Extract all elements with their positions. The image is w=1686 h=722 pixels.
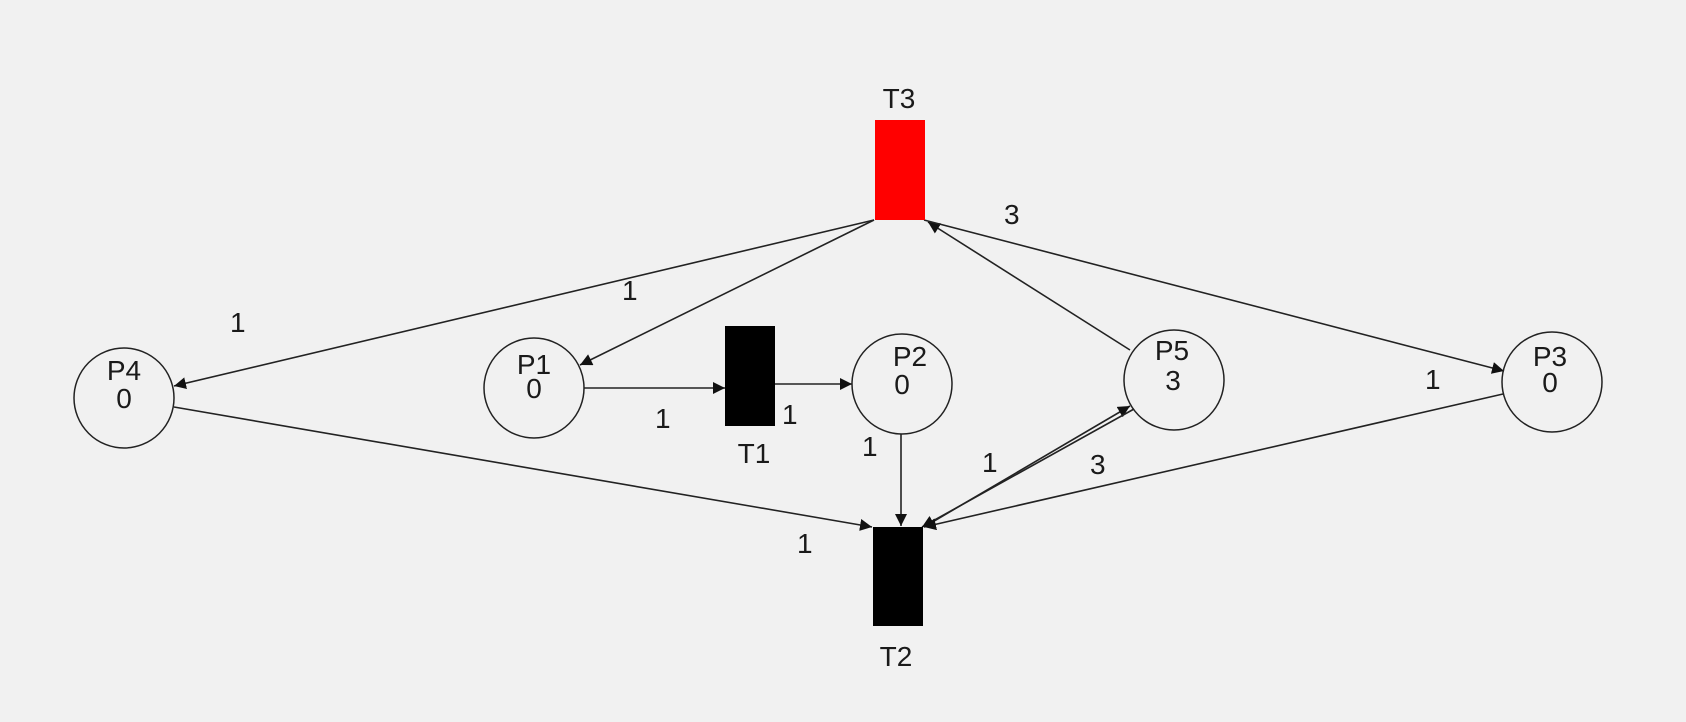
transition-t2-box[interactable] [873,527,923,626]
arc-p5-t3[interactable] [927,221,1131,351]
weight-p2-t2: 1 [862,431,878,462]
transition-t3-box[interactable] [875,120,925,220]
weight-p3-t2: 3 [1090,449,1106,480]
transition-t2-label: T2 [880,641,913,672]
place-p2-label: P2 [893,341,927,372]
weight-t3-p1: 1 [622,275,638,306]
arc-p4-t2[interactable] [173,406,873,531]
place-p5-label: P5 [1155,335,1189,366]
place-p4-circle[interactable] [73,347,175,449]
place-p5-circle[interactable] [1123,329,1225,431]
transition-t1[interactable]: T1 [725,326,775,469]
place-p1-tokens: 0 [526,373,542,404]
place-p5-tokens: 3 [1165,365,1181,396]
transition-t1-label: T1 [738,438,771,469]
weight-t2-p5: 1 [982,447,998,478]
weight-p3-extra: 1 [1425,364,1441,395]
transition-t3[interactable]: T3 [875,83,925,220]
place-p4-tokens: 0 [116,383,132,414]
arc-p5-t2[interactable] [921,408,1135,528]
place-p2-tokens: 0 [894,369,910,400]
arc-t3-p3[interactable] [923,219,1505,374]
place-p4-label: P4 [107,355,141,386]
arc-weights-layer: 1 1 3 1 1 1 1 1 3 1 [230,199,1441,559]
place-p2[interactable]: P2 0 [851,333,953,435]
transition-t3-label: T3 [883,83,916,114]
place-p5[interactable]: P5 3 [1123,329,1225,431]
place-p3-label: P3 [1533,341,1567,372]
weight-t1-p2: 1 [782,399,798,430]
arc-t3-p4[interactable] [173,219,875,390]
place-p3-tokens: 0 [1542,367,1558,398]
arcs-layer [173,219,1505,531]
weight-t3-p4: 1 [230,307,246,338]
place-p3[interactable]: P3 0 [1501,331,1603,433]
arc-p3-t2[interactable] [923,393,1504,531]
transition-t1-box[interactable] [725,326,775,426]
weight-p1-t1: 1 [655,403,671,434]
transition-t2[interactable]: T2 [873,527,923,672]
place-p1[interactable]: P1 0 [483,337,585,439]
place-p1-label: P1 [517,349,551,380]
weight-t3-p3: 3 [1004,199,1020,230]
arc-t3-p1[interactable] [579,219,875,366]
place-p1-circle[interactable] [483,337,585,439]
place-p2-circle[interactable] [851,333,953,435]
place-p4[interactable]: P4 0 [73,347,175,449]
weight-p4-t2: 1 [797,528,813,559]
place-p3-circle[interactable] [1501,331,1603,433]
